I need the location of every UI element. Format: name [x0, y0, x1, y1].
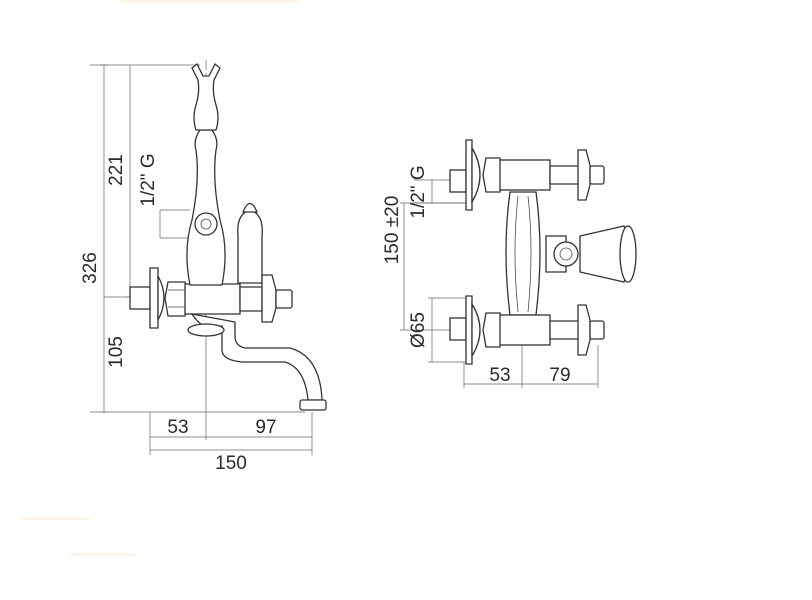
dim-label-center-distance: 150 ±20: [382, 196, 403, 265]
side-view: 326 221 105 1/2" G 53 97 150: [80, 60, 327, 474]
shower-outlet: [194, 212, 218, 236]
upper-flange: [465, 139, 473, 211]
dim-label-thread: 1/2" G: [138, 153, 159, 206]
connector-column: [505, 191, 541, 316]
lower-cross-handle: [577, 304, 591, 356]
dim-label-width-left: 53: [489, 365, 510, 386]
shower-column: [186, 129, 226, 286]
mixer-body: [184, 283, 241, 315]
diverter-handle: [237, 209, 263, 284]
dim-label-width-left: 53: [167, 417, 188, 438]
inlet-pipe: [129, 286, 151, 310]
dim-label-height-lower: 105: [106, 336, 127, 368]
scan-artifact: [70, 553, 135, 556]
front-view: 1/2" G 150 ±20 Ø65 53 79: [382, 139, 637, 388]
spout-aerator: [299, 399, 327, 411]
wall-flange: [149, 267, 159, 329]
upper-valve: [449, 139, 605, 211]
dim-label-flange-diameter: Ø65: [408, 312, 429, 348]
lower-inlet-pipe: [449, 317, 467, 341]
scan-artifact: [120, 0, 300, 3]
upper-body: [499, 159, 551, 191]
scan-artifact: [20, 517, 90, 520]
dim-label-height-upper: 221: [106, 154, 127, 186]
lower-flange: [465, 295, 473, 365]
dim-label-height-total: 326: [80, 252, 101, 284]
upper-nut: [482, 157, 504, 193]
coupling-nut: [164, 281, 189, 317]
lower-body: [499, 314, 551, 346]
shower-cradle: [191, 62, 221, 131]
diverter-ring: [553, 241, 579, 267]
lower-valve: [449, 295, 605, 365]
dim-label-width-total: 150: [215, 453, 247, 474]
upper-inlet-pipe: [449, 169, 467, 193]
valve-bonnet: [239, 286, 263, 312]
dim-label-width-right: 97: [255, 417, 276, 438]
upper-cross-handle: [577, 149, 591, 201]
dim-label-width-right: 79: [549, 365, 570, 386]
dim-label-thread: 1/2" G: [408, 165, 429, 218]
cross-handle: [261, 274, 277, 323]
lower-nut: [482, 312, 504, 348]
bath-spout: [190, 313, 323, 401]
handle-cap: [275, 289, 293, 309]
